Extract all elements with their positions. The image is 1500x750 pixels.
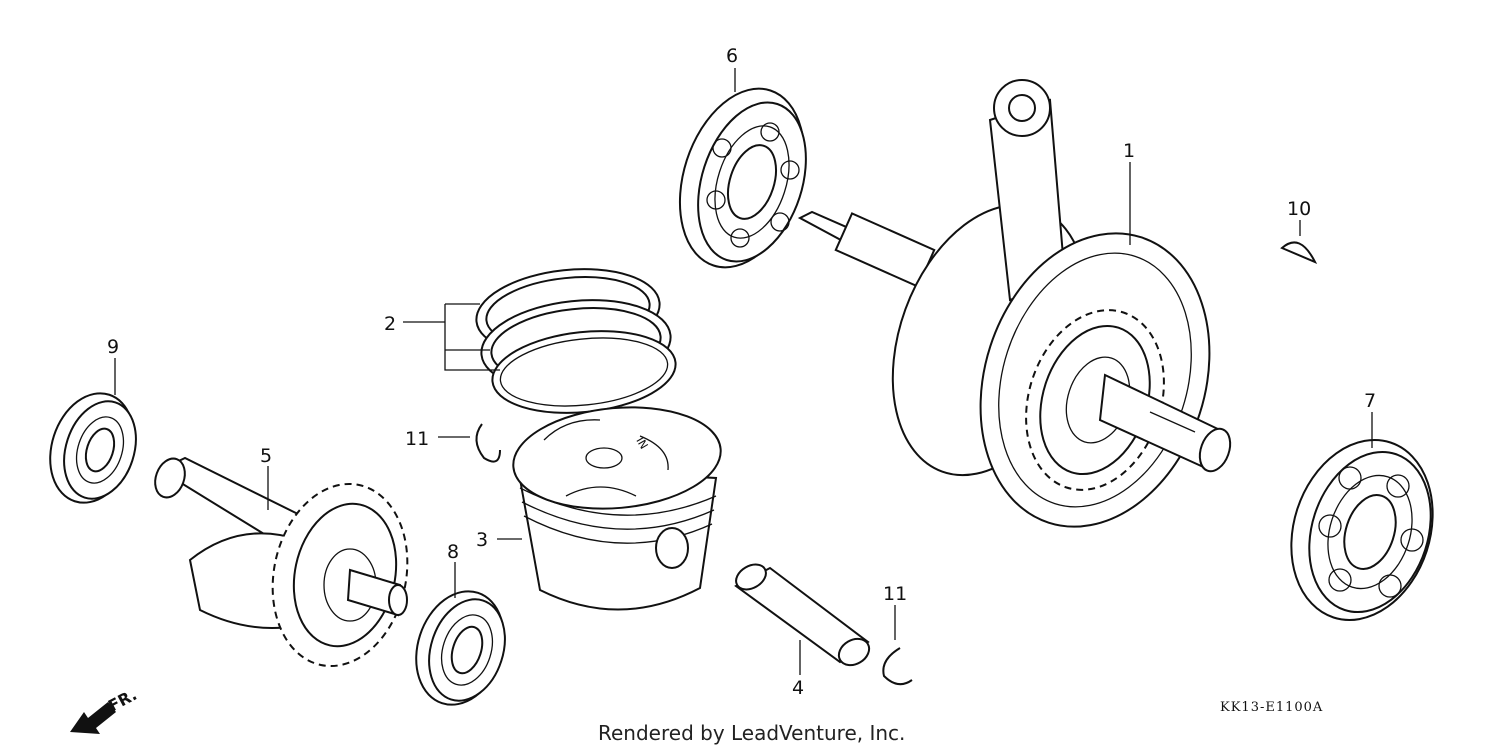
bearing-7[interactable] <box>1269 421 1455 638</box>
callout-9: 9 <box>107 336 119 358</box>
piston-pin-clip-11a[interactable] <box>475 423 501 463</box>
callout-labels: 6 1 10 2 9 11 5 7 3 8 11 4 <box>107 45 1376 699</box>
callout-6: 6 <box>726 45 738 67</box>
callout-11a: 11 <box>405 428 429 450</box>
callout-11b: 11 <box>883 583 907 605</box>
piston-rings-2[interactable] <box>472 261 680 422</box>
front-arrow-icon <box>70 702 116 734</box>
callout-5: 5 <box>260 445 272 467</box>
callout-1: 1 <box>1123 140 1135 162</box>
piston-pin-4[interactable] <box>732 559 874 670</box>
bearing-6[interactable] <box>658 73 825 284</box>
callout-8: 8 <box>447 541 459 563</box>
credit-text: Rendered by LeadVenture, Inc. <box>598 721 905 745</box>
front-direction-indicator: FR. <box>70 685 140 734</box>
callout-10: 10 <box>1287 198 1311 220</box>
callout-7: 7 <box>1364 390 1376 412</box>
crankshaft-1[interactable] <box>797 79 1246 557</box>
piston-3[interactable]: IN <box>509 399 725 611</box>
leader-lines <box>114 68 1373 675</box>
woodruff-key-10[interactable] <box>1280 241 1318 264</box>
callout-4: 4 <box>792 677 804 699</box>
bearing-8[interactable] <box>402 580 518 716</box>
balancer-shaft-5[interactable] <box>150 454 424 678</box>
bearing-9[interactable] <box>37 382 148 513</box>
piston-pin-clip-11b[interactable] <box>882 647 913 686</box>
callout-3: 3 <box>476 529 488 551</box>
diagram-code: KK13-E1100A <box>1220 700 1323 715</box>
callout-2: 2 <box>384 313 396 335</box>
piston-in-mark: IN <box>633 435 650 451</box>
